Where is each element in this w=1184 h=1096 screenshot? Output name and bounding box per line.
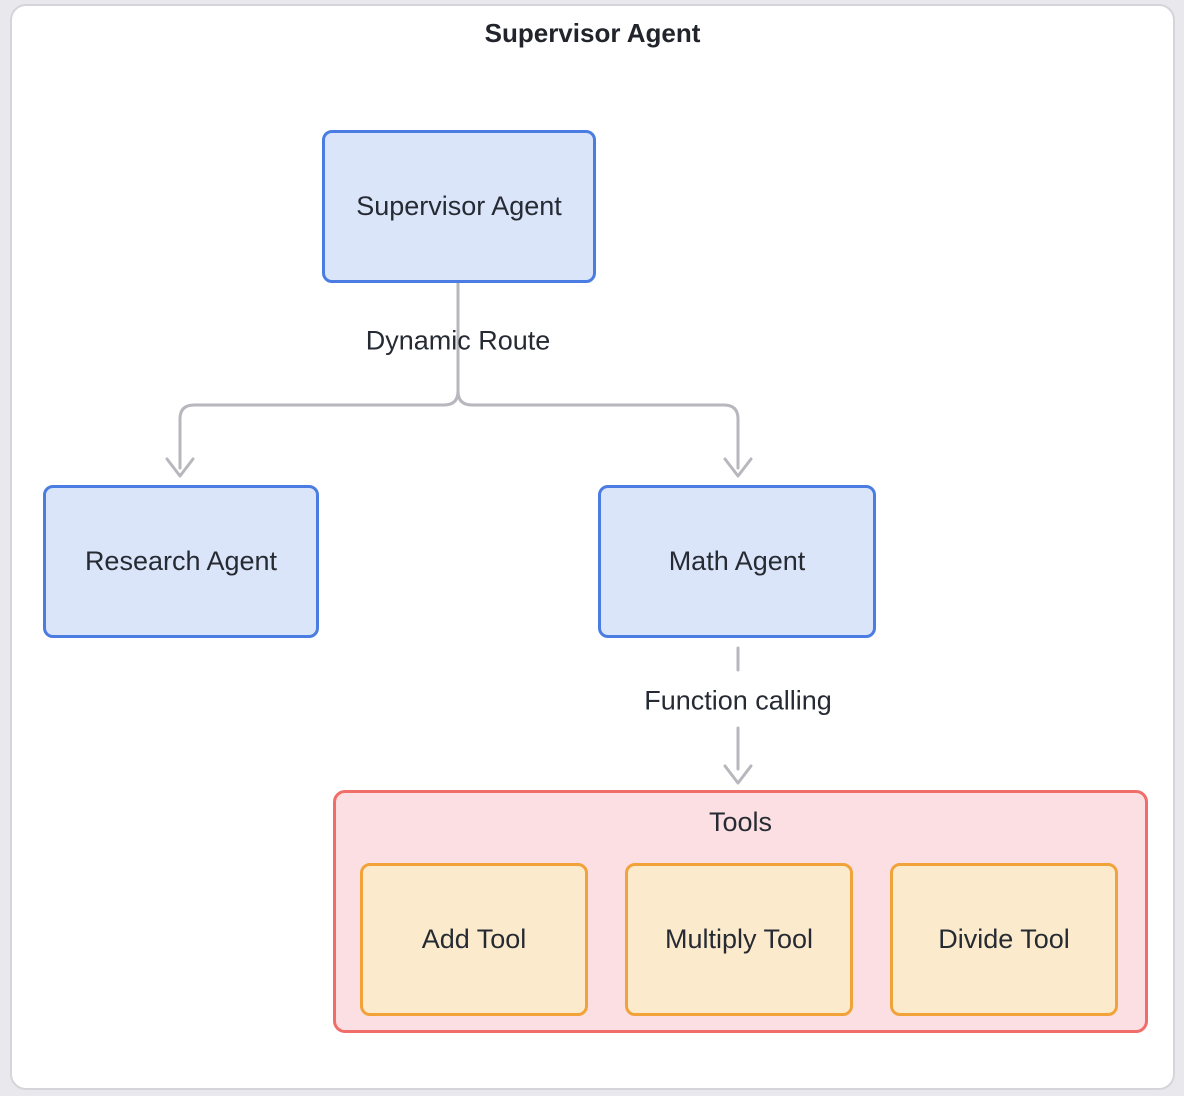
node-divide-tool-label: Divide Tool — [938, 924, 1070, 954]
edge-label-function-calling: Function calling — [644, 685, 832, 716]
edge-label-dynamic-route: Dynamic Route — [365, 325, 551, 356]
node-research-agent-label: Research Agent — [84, 546, 278, 576]
node-supervisor-agent: Supervisor Agent — [322, 130, 596, 283]
node-add-tool: Add Tool — [360, 863, 588, 1016]
node-math-agent: Math Agent — [598, 485, 876, 638]
node-research-agent: Research Agent — [43, 485, 319, 638]
cluster-tools-title: Tools — [708, 807, 773, 837]
node-divide-tool: Divide Tool — [890, 863, 1118, 1016]
cluster-tools: Tools Add Tool Multiply Tool Divide Tool — [333, 790, 1148, 1033]
node-multiply-tool: Multiply Tool — [625, 863, 853, 1016]
diagram-title: Supervisor Agent — [484, 18, 701, 48]
node-multiply-tool-label: Multiply Tool — [664, 924, 814, 954]
node-math-agent-label: Math Agent — [668, 546, 806, 576]
node-add-tool-label: Add Tool — [421, 924, 527, 954]
node-supervisor-agent-label: Supervisor Agent — [356, 191, 562, 221]
